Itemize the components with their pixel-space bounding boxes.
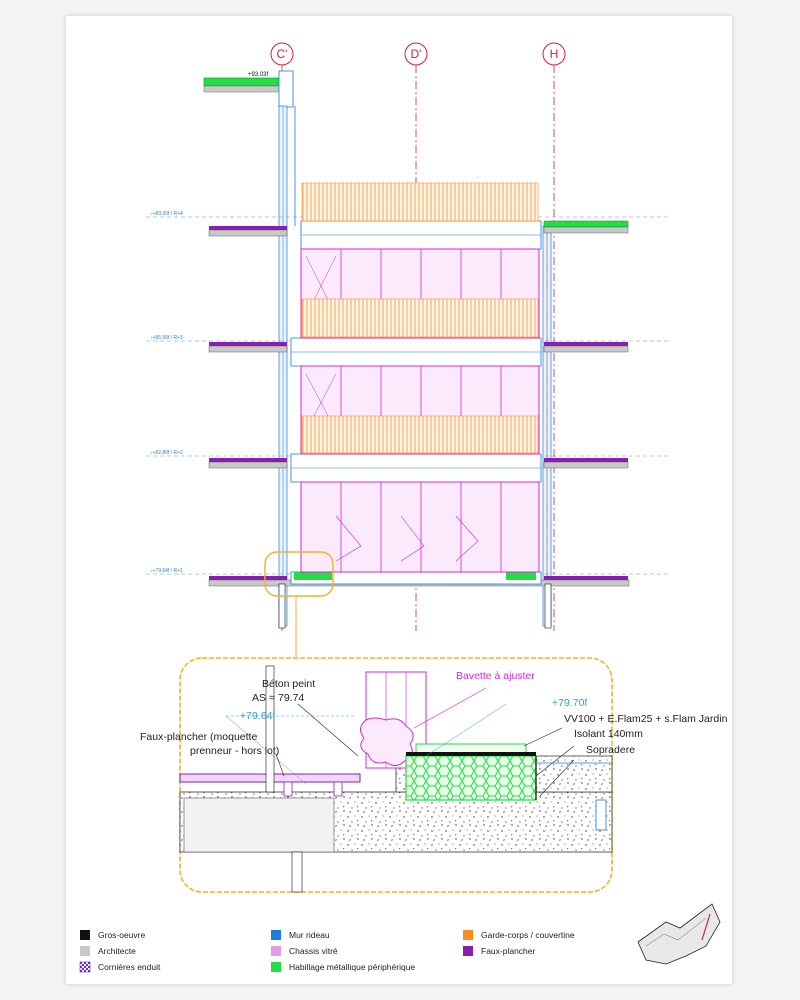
detail-as-value: AS = 79.74 bbox=[252, 692, 304, 704]
level-r3: ↓+85.90f / R+3 bbox=[146, 335, 671, 367]
top-elevation-label: +93.03f bbox=[248, 72, 269, 78]
legend-item-cornieres: Cornières enduit bbox=[79, 961, 161, 973]
chassis-r3 bbox=[300, 248, 540, 339]
key-plan bbox=[637, 903, 721, 965]
level-r4-label: ↓+89.20f / R+4 bbox=[150, 211, 183, 217]
legend-item-chassis: Chassis vitré bbox=[271, 946, 338, 956]
roof-edge: +93.03f bbox=[203, 70, 294, 108]
section-drawing: C' D' H +93.03f ↓+89.20f / R+4 bbox=[79, 42, 728, 973]
detail-isolant: Isolant 140mm bbox=[574, 728, 643, 740]
grid-axis-d-label: D' bbox=[411, 47, 422, 61]
level-r1: ↓+79.64f / R+1 bbox=[146, 568, 671, 587]
detail-beton-peint: Béton peint bbox=[262, 678, 315, 690]
grid-axis-h-label: H bbox=[550, 47, 559, 61]
level-r1-label: ↓+79.64f / R+1 bbox=[150, 568, 183, 574]
detail-sopradere: Sopradere bbox=[586, 744, 635, 756]
level-r2: ↓+82.80f / R+2 bbox=[146, 450, 671, 483]
chassis-r2 bbox=[300, 365, 540, 455]
chassis-r1 bbox=[300, 481, 540, 573]
legend-item-mur-rideau: Mur rideau bbox=[271, 930, 330, 940]
detail-panel: Béton peint AS = 79.74 +79.64f Faux-plan… bbox=[140, 657, 728, 893]
detail-faux-plancher-line2: prenneur - hors lot) bbox=[190, 745, 279, 757]
detail-faux-plancher-line1: Faux-plancher (moquette bbox=[140, 731, 257, 743]
legend-label: Faux-plancher bbox=[481, 946, 536, 956]
legend-item-faux-plancher: Faux-plancher bbox=[463, 946, 536, 956]
grid-axis-c-label: C' bbox=[277, 47, 288, 61]
detail-level-right: +79.70f bbox=[552, 697, 587, 709]
legend-item-gros-oeuvre: Gros-oeuvre bbox=[80, 930, 146, 940]
legend-item-architecte: Architecte bbox=[80, 946, 136, 956]
legend-item-garde-corps: Garde-corps / couvertine bbox=[463, 930, 575, 940]
legend-label: Architecte bbox=[98, 946, 136, 956]
legend: Gros-oeuvre Architecte Cornières enduit … bbox=[79, 930, 575, 973]
level-r3-label: ↓+85.90f / R+3 bbox=[150, 335, 183, 341]
level-r2-label: ↓+82.80f / R+2 bbox=[150, 450, 183, 456]
legend-label: Cornières enduit bbox=[98, 962, 161, 972]
detail-bavette: Bavette à ajuster bbox=[456, 670, 535, 682]
legend-label: Habillage métallique périphérique bbox=[289, 962, 415, 972]
legend-item-habillage: Habillage métallique périphérique bbox=[271, 962, 415, 972]
right-column bbox=[542, 225, 552, 627]
lower-columns bbox=[278, 583, 552, 629]
guard-rail-r5 bbox=[301, 182, 539, 222]
detail-callout-marker bbox=[264, 551, 334, 597]
level-r4: ↓+89.20f / R+4 bbox=[146, 211, 671, 250]
detail-insulation bbox=[405, 755, 537, 801]
guard-rail-r5-note: — bbox=[476, 174, 480, 179]
drawing-sheet: C' D' H +93.03f ↓+89.20f / R+4 bbox=[66, 16, 732, 984]
legend-label: Chassis vitré bbox=[289, 946, 338, 956]
legend-label: Garde-corps / couvertine bbox=[481, 930, 575, 940]
detail-level-left: +79.64f bbox=[240, 710, 275, 722]
detail-vv100: VV100 + E.Flam25 + s.Flam Jardin bbox=[564, 713, 728, 725]
legend-label: Mur rideau bbox=[289, 930, 330, 940]
legend-label: Gros-oeuvre bbox=[98, 930, 146, 940]
